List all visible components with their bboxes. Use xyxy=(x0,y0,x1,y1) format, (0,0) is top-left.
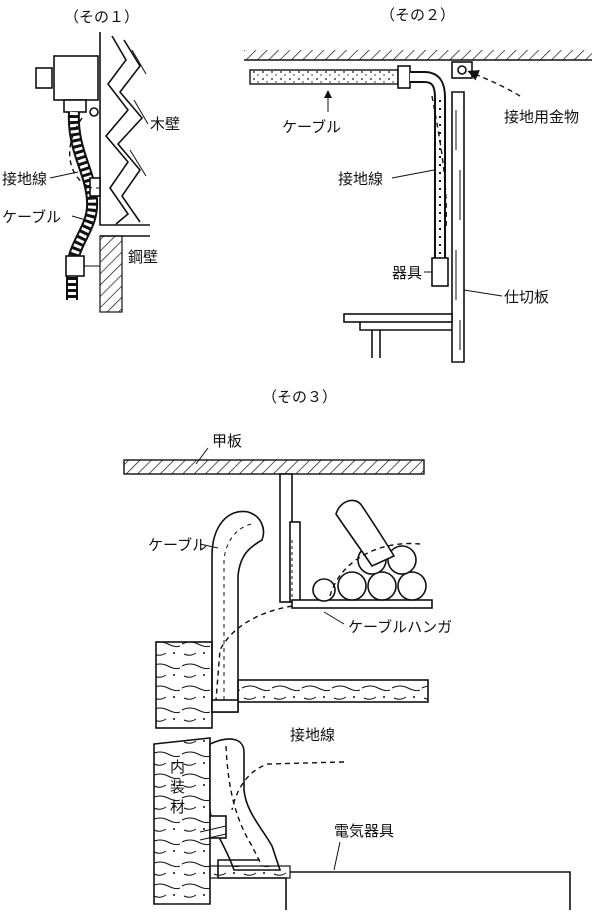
leader-ground-fitting xyxy=(467,70,521,97)
steel-wall xyxy=(99,235,150,313)
label-wood-wall: 木壁 xyxy=(150,115,180,133)
cable-run-2 xyxy=(249,65,446,260)
cable-run-3 xyxy=(211,510,265,713)
label-cable-1: ケーブル xyxy=(2,208,61,226)
leader-cable-1 xyxy=(71,215,87,221)
electrical-fixture xyxy=(217,859,571,910)
label-ground-wire-2: 接地線 xyxy=(338,170,383,188)
label-cable-3: ケーブル xyxy=(148,536,207,554)
panel-1: （その１） 木壁 接地線 xyxy=(2,8,180,313)
wood-wall xyxy=(99,32,150,226)
switch-box xyxy=(35,55,99,117)
leader-ground-wire-1 xyxy=(49,171,79,179)
label-cable-2: ケーブル xyxy=(282,118,341,136)
leader-ground-wire-2 xyxy=(391,169,435,179)
label-ground-wire-3: 接地線 xyxy=(290,726,335,744)
label-electrical-fixture: 電気器具 xyxy=(334,822,394,840)
leader-cable-hanger xyxy=(323,611,345,625)
hanger-strut xyxy=(279,473,301,603)
interior-material-label: 内 装 材 xyxy=(170,758,185,816)
label-ground-fitting: 接地用金物 xyxy=(504,108,579,126)
panel-3: （その３） 甲板 ケーブルハンガ xyxy=(123,388,571,910)
panel-2: （その２） xyxy=(244,6,592,363)
leader-cable-3 xyxy=(199,543,219,549)
cable-tray xyxy=(291,499,433,609)
panel-2-title: （その２） xyxy=(380,6,455,24)
deck-plate xyxy=(123,459,425,475)
label-interior-1: 内 xyxy=(170,758,185,776)
label-fixture-2: 器具 xyxy=(392,264,422,282)
upper-interior-wood xyxy=(155,641,429,729)
partition-board xyxy=(451,91,465,363)
shelf-2 xyxy=(343,313,453,358)
label-steel-wall: 鋼壁 xyxy=(128,248,158,266)
ground-wire-2 xyxy=(431,95,447,231)
ground-fitting xyxy=(451,61,473,79)
panel-1-title: （その１） xyxy=(64,8,139,26)
leader-partition xyxy=(463,289,503,297)
label-partition: 仕切板 xyxy=(504,288,549,306)
label-cable-hanger: ケーブルハンガ xyxy=(348,618,452,636)
ceiling-2 xyxy=(244,50,592,61)
label-interior-2: 装 xyxy=(170,778,185,796)
label-interior-3: 材 xyxy=(170,798,185,816)
cable-run-1 xyxy=(65,111,101,300)
panel-3-title: （その３） xyxy=(262,388,337,406)
fixture-2 xyxy=(431,257,449,287)
leader-ground-wire-3 xyxy=(231,761,345,811)
leader-deck-plate xyxy=(195,447,209,465)
ground-wire-3a xyxy=(215,605,293,701)
label-deck-plate: 甲板 xyxy=(212,432,242,450)
ground-wire-1 xyxy=(68,117,93,189)
label-ground-wire-1: 接地線 xyxy=(2,170,47,188)
interior-material xyxy=(153,737,291,905)
leader-electrical-fixture xyxy=(333,841,341,871)
